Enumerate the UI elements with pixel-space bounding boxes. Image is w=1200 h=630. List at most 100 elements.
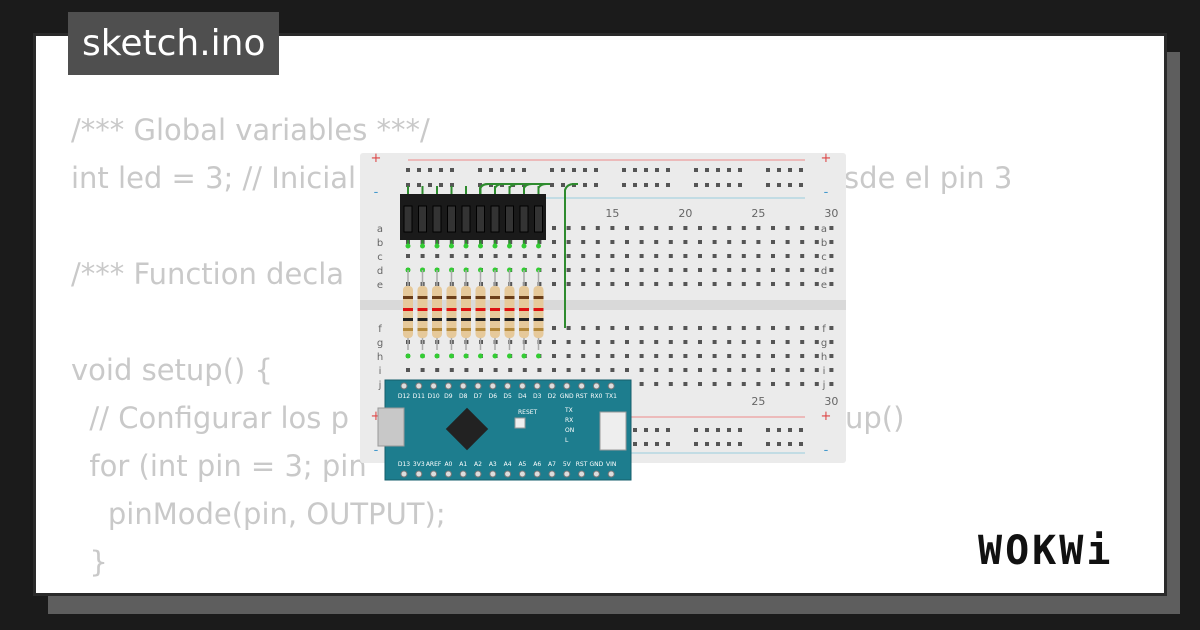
breadboard-hole [829,340,834,344]
column-label: 25 [751,395,765,408]
resistor-band [417,296,428,299]
breadboard-hole [406,254,410,258]
icsp-header [599,411,627,451]
breadboard-hole [683,382,688,386]
breadboard-hole [508,368,513,372]
breadboard-hole [727,254,732,258]
rail-hole [633,442,637,446]
rail-hole [716,442,720,446]
resistor-band [475,318,486,321]
breadboard-hole [829,326,834,330]
breadboard-hole [727,368,732,372]
rail-hole [500,168,504,172]
rail-hole [428,183,432,187]
arduino-pin-label: A3 [489,461,497,468]
breadboard-hole [639,282,644,286]
rail-hole [666,428,670,432]
breadboard-hole [566,268,571,272]
breadboard-hole [566,282,571,286]
breadboard-hole [698,226,702,230]
breadboard-hole [683,254,688,258]
breadboard-hole [566,354,571,358]
breadboard-hole [756,340,761,344]
breadboard-hole [537,282,542,286]
breadboard-hole [698,354,702,358]
wire [564,183,578,328]
breadboard-hole [595,340,600,344]
rail-plus-label: + [371,151,382,166]
arduino-pin-label: VIN [606,461,616,468]
arduino-pin-label: TX1 [604,393,617,400]
led-pin-dot [434,243,440,249]
led-segment [447,205,456,233]
breadboard-hole [522,254,527,258]
rail-hole [522,168,526,172]
arduino-pin-label: D12 [398,393,410,400]
breadboard-hole [654,368,659,372]
breadboard-hole [800,354,805,358]
breadboard-hole [552,368,556,372]
rail-plus-label: + [371,409,382,424]
resistor-band [490,328,500,331]
row-label: e [377,280,383,291]
breadboard-hole [814,226,819,230]
resistor-band [417,308,428,311]
arduino-pin [592,470,600,478]
breadboard-hole [771,254,775,258]
arduino-pin-label: D7 [474,393,483,400]
resistor-band [533,328,544,331]
breadboard-hole [654,326,659,330]
rail-hole [727,428,731,432]
arduino-pin [548,470,556,478]
breadboard-hole [668,368,673,372]
breadboard-hole [610,268,615,272]
breadboard-hole [625,254,629,258]
file-tab[interactable]: sketch.ino [68,12,280,75]
arduino-pin [474,382,482,390]
arduino-pin [548,382,556,390]
connection-dot [463,353,469,359]
breadboard-hole [639,382,644,386]
breadboard-hole [566,340,571,344]
breadboard-hole [625,282,629,286]
arduino-pin-label: AREF [426,461,442,468]
breadboard-hole [741,282,746,286]
rail-hole [694,442,698,446]
resistor-band [504,318,515,321]
rail-hole [727,442,731,446]
rail-hole [788,168,792,172]
breadboard-hole [741,340,746,344]
resistor-band [475,328,486,331]
resistor-band [490,296,500,299]
arduino-pin [518,470,526,478]
rail-hole [788,183,792,187]
rail-hole [572,168,576,172]
breadboard-hole [683,240,688,244]
breadboard-hole [625,354,629,358]
breadboard-hole [668,382,673,386]
breadboard-hole [741,354,746,358]
rail-hole [633,183,637,187]
connection-dot [478,353,483,359]
breadboard-hole [552,354,556,358]
rail-hole [666,442,670,446]
code-editor: /*** Global variables ***/int led = 3; /… [71,106,1012,593]
board-led-label: RX [565,417,573,424]
resistor-band [417,328,428,331]
connection-dot [521,353,527,359]
rail-minus-label: - [374,185,379,200]
breadboard-hole [683,368,688,372]
breadboard-hole [785,326,790,330]
breadboard-hole [741,226,746,230]
arduino-pin-label: A0 [444,461,452,468]
breadboard-hole [712,354,717,358]
row-label: d [821,266,827,277]
arduino-pin-label: A4 [504,461,512,468]
breadboard-hole [698,240,702,244]
rail-hole [594,183,598,187]
breadboard-hole [785,382,790,386]
breadboard-hole [683,268,688,272]
rail-hole [716,183,720,187]
resistor-band [432,318,442,321]
code-line: pinMode(pin, OUTPUT); [71,497,446,531]
